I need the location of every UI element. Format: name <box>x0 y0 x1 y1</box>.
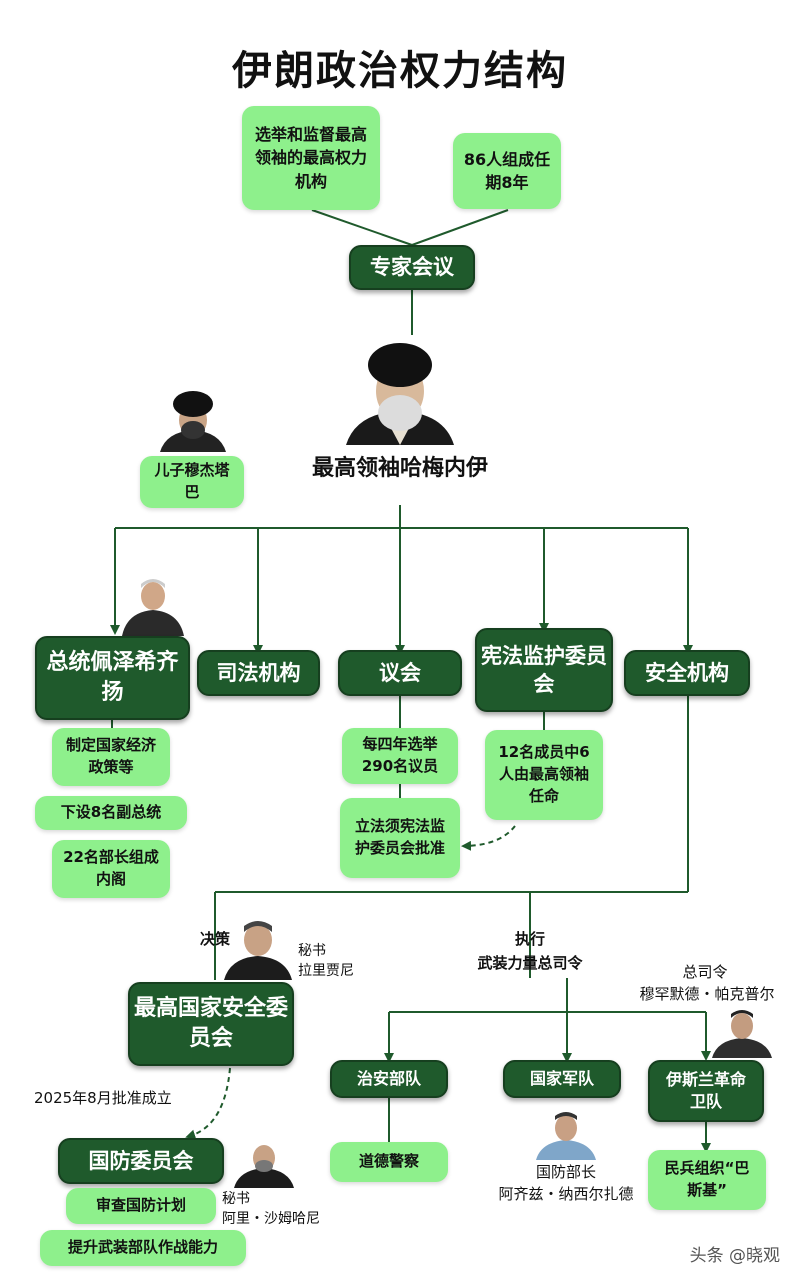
defense-minister-portrait <box>536 1108 596 1160</box>
guardian-council-note: 12名成员中6人由最高领袖任命 <box>485 730 603 820</box>
assembly-desc-box: 选举和监督最高领袖的最高权力机构 <box>242 106 380 210</box>
defense-minister-title: 国防部长 <box>535 1163 596 1181</box>
son-label: 儿子穆杰塔巴 <box>140 456 244 508</box>
defense-council-approved-label: 2025年8月批准成立 <box>34 1089 172 1107</box>
son-portrait <box>160 388 226 452</box>
snsc-secretary-name: 拉里贾尼 <box>298 963 354 979</box>
president-note-economy: 制定国家经济政策等 <box>52 728 170 786</box>
president-note-cabinet: 22名部长组成内阁 <box>52 840 170 898</box>
assembly-size-box: 86人组成任期8年 <box>453 133 561 209</box>
parliament-note-election: 每四年选举290名议员 <box>342 728 458 784</box>
defense-council-node: 国防委员会 <box>58 1138 224 1184</box>
decision-label: 决策 <box>199 930 230 948</box>
irgc-node: 伊斯兰革命卫队 <box>648 1060 764 1122</box>
snsc-node: 最高国家安全委员会 <box>128 982 294 1066</box>
watermark: 头条 @晓观 <box>689 1246 780 1266</box>
parliament-note-approval: 立法须宪法监护委员会批准 <box>340 798 460 878</box>
basij-node: 民兵组织“巴斯基” <box>648 1150 766 1210</box>
armed-forces-commander-label: 武装力量总司令 <box>477 954 583 972</box>
parliament-node: 议会 <box>338 650 462 696</box>
army-node: 国家军队 <box>503 1060 621 1098</box>
defense-council-secretary-portrait <box>234 1136 294 1188</box>
guardian-council-node: 宪法监护委员会 <box>475 628 613 712</box>
execute-label: 执行 <box>514 930 545 948</box>
snsc-secretary-title: 秘书 <box>298 943 326 959</box>
security-node: 安全机构 <box>624 650 750 696</box>
president-portrait <box>122 574 184 636</box>
judiciary-node: 司法机构 <box>197 650 320 696</box>
commander-title: 总司令 <box>682 963 728 981</box>
commander-name: 穆罕默德・帕克普尔 <box>639 985 775 1003</box>
supreme-leader-label: 最高领袖哈梅内伊 <box>311 456 488 481</box>
president-node: 总统佩泽希齐扬 <box>35 636 190 720</box>
police-node: 治安部队 <box>330 1060 448 1098</box>
assembly-of-experts-node: 专家会议 <box>349 245 475 290</box>
defense-council-secretary-title: 秘书 <box>222 1191 250 1207</box>
defense-council-secretary-name: 阿里・沙姆哈尼 <box>222 1211 320 1227</box>
morality-police-node: 道德警察 <box>330 1142 448 1182</box>
defense-task-capability: 提升武装部队作战能力 <box>40 1230 246 1266</box>
snsc-secretary-portrait <box>224 914 292 980</box>
commander-portrait <box>712 1006 772 1058</box>
defense-minister-name: 阿齐兹・纳西尔扎德 <box>498 1185 634 1203</box>
page-title: 伊朗政治权力结构 <box>232 48 568 94</box>
leader-portrait <box>346 335 454 445</box>
defense-task-plan: 审查国防计划 <box>66 1188 216 1224</box>
president-note-vice: 下设8名副总统 <box>35 796 187 830</box>
